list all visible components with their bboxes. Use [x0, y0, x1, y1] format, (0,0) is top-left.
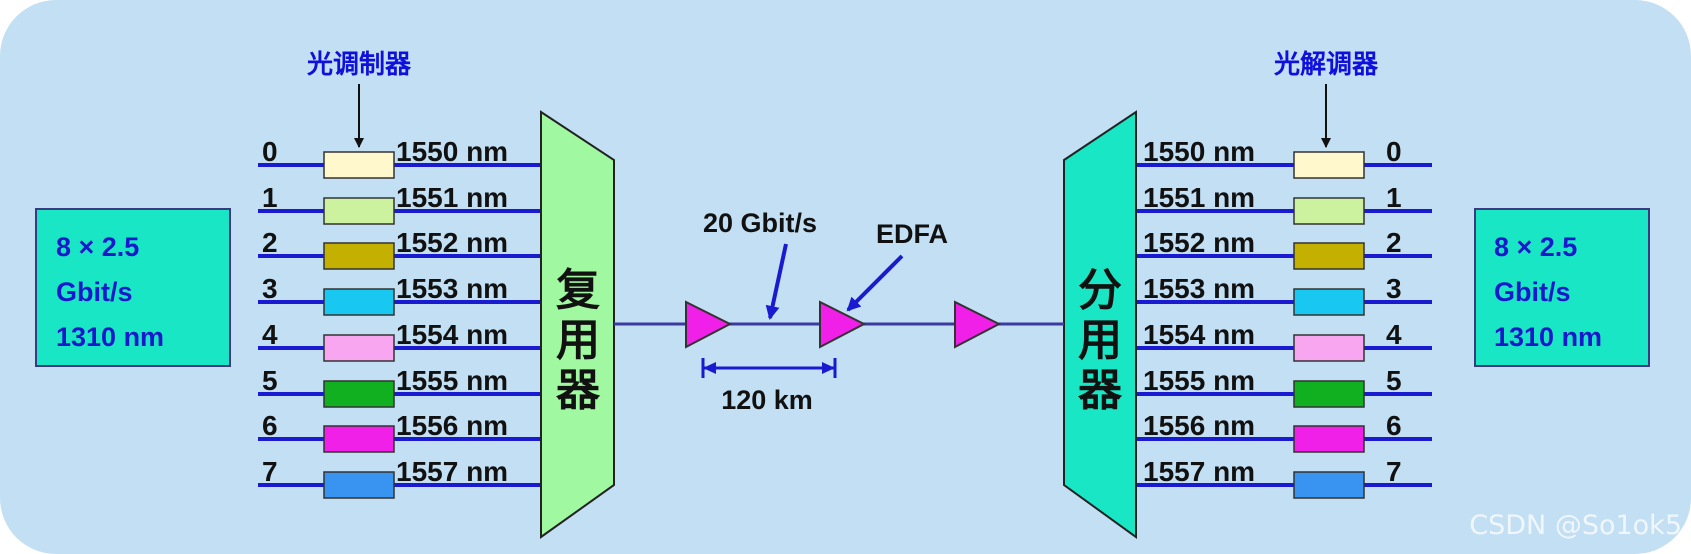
right-sink-line-1: 8 × 2.5: [1494, 232, 1577, 262]
right-channel-wavelength: 1553 nm: [1143, 273, 1255, 304]
edfa-arrow: [846, 254, 904, 312]
demodulator-box: [1293, 471, 1365, 499]
modulator-box: [323, 425, 395, 453]
demultiplexer-char-1: 分: [1078, 265, 1122, 316]
left-source-line-2: Gbit/s: [56, 277, 133, 307]
modulator-box: [323, 471, 395, 499]
multiplexer-char-1: 复: [556, 265, 600, 316]
left-channel-index: 1: [262, 182, 278, 213]
left-channel-wavelength: 1557 nm: [396, 456, 508, 487]
demodulator-label: 光解调器: [1273, 50, 1379, 80]
multiplexer-char-3: 器: [556, 365, 601, 416]
span-arrowhead-right: [822, 362, 835, 374]
demodulator-box: [1293, 425, 1365, 453]
edfa-amplifier-2: [819, 300, 867, 349]
right-channel-index: 5: [1386, 365, 1402, 396]
right-sink-line-2: Gbit/s: [1494, 277, 1571, 307]
demodulator-box: [1293, 334, 1365, 362]
right-channel-index: 1: [1386, 182, 1402, 213]
span-length-label: 120 km: [721, 385, 813, 415]
link-rate-label: 20 Gbit/s: [703, 208, 817, 238]
left-channel-wavelength: 1554 nm: [396, 319, 508, 350]
modulator-box: [323, 380, 395, 408]
demultiplexer: 分 用 器: [1063, 110, 1137, 539]
right-channel-wavelength: 1555 nm: [1143, 365, 1255, 396]
watermark: CSDN @So1ok5: [1469, 510, 1682, 541]
left-channel-wavelength: 1556 nm: [396, 410, 508, 441]
link-rate-arrow: [765, 243, 788, 320]
demodulator-box: [1293, 151, 1365, 179]
left-channel-index: 0: [262, 136, 278, 167]
modulator-box: [323, 334, 395, 362]
right-sink-box: 8 × 2.5 Gbit/s 1310 nm: [1474, 208, 1650, 367]
modulator-box: [323, 242, 395, 270]
right-channel-wavelength: 1550 nm: [1143, 136, 1255, 167]
right-channel-wavelength: 1557 nm: [1143, 456, 1255, 487]
right-channel-index: 3: [1386, 273, 1402, 304]
right-channel-index: 6: [1386, 410, 1402, 441]
span-arrowhead-left: [703, 362, 716, 374]
left-channel-wavelength: 1552 nm: [396, 227, 508, 258]
demodulator-box: [1293, 197, 1365, 225]
left-channel-index: 4: [262, 319, 278, 350]
right-channel-index: 2: [1386, 227, 1402, 258]
left-channel-index: 6: [262, 410, 278, 441]
left-channel-index: 5: [262, 365, 278, 396]
right-sink-line-3: 1310 nm: [1494, 322, 1602, 352]
left-channel-index: 7: [262, 456, 278, 487]
modulator-label: 光调制器: [306, 50, 412, 80]
left-channel-index: 2: [262, 227, 278, 258]
multiplexer: 复 用 器: [540, 110, 615, 539]
demultiplexer-char-2: 用: [1078, 315, 1122, 366]
right-channel-wavelength: 1556 nm: [1143, 410, 1255, 441]
left-source-box: 8 × 2.5 Gbit/s 1310 nm: [35, 208, 231, 367]
edfa-label: EDFA: [876, 219, 948, 249]
left-channel-index: 3: [262, 273, 278, 304]
left-channel-wavelength: 1551 nm: [396, 182, 508, 213]
left-channel-wavelength: 1555 nm: [396, 365, 508, 396]
right-channel-wavelength: 1551 nm: [1143, 182, 1255, 213]
modulator-box: [323, 197, 395, 225]
demultiplexer-char-3: 器: [1078, 365, 1123, 416]
left-source-line-1: 8 × 2.5: [56, 232, 139, 262]
demodulator-box: [1293, 288, 1365, 316]
modulator-box: [323, 151, 395, 179]
edfa-amplifier-1: [685, 300, 733, 349]
right-channel-group: 1550 nm 0 1551 nm 1 1552 nm 2 1553 nm 3 1554 nm 4…: [1136, 136, 1432, 499]
right-channel-index: 0: [1386, 136, 1402, 167]
edfa-amplifier-3: [954, 300, 1002, 349]
left-channel-wavelength: 1553 nm: [396, 273, 508, 304]
right-channel-wavelength: 1552 nm: [1143, 227, 1255, 258]
left-channel-group: 0 1550 nm 1 1551 nm 2 1552 nm 3 1553 nm 4 1554 nm…: [258, 136, 541, 499]
right-channel-index: 4: [1386, 319, 1402, 350]
demodulator-box: [1293, 380, 1365, 408]
left-channel-wavelength: 1550 nm: [396, 136, 508, 167]
demodulator-box: [1293, 242, 1365, 270]
multiplexer-char-2: 用: [556, 315, 600, 366]
right-channel-index: 7: [1386, 456, 1402, 487]
right-channel-wavelength: 1554 nm: [1143, 319, 1255, 350]
left-source-line-3: 1310 nm: [56, 322, 164, 352]
modulator-box: [323, 288, 395, 316]
